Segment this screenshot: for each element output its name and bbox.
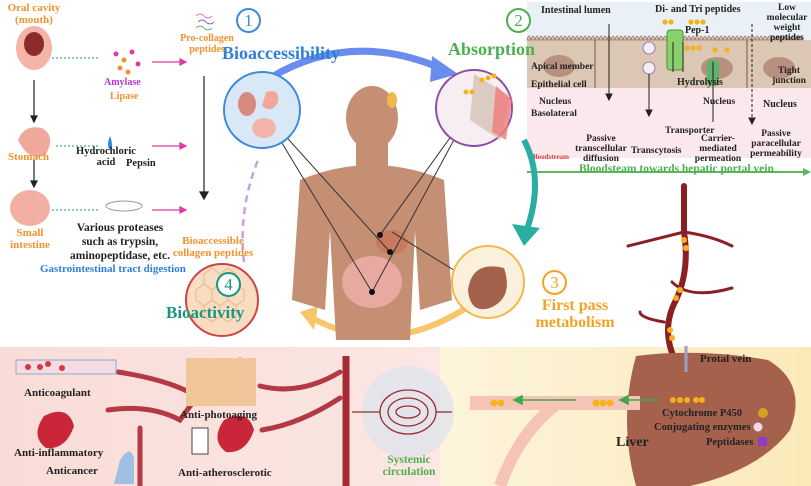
step-1-label: Bioaccessibility <box>222 43 340 63</box>
acid-drop-icon <box>108 136 112 150</box>
nucleus-label: Nucleus <box>539 97 572 107</box>
proteases-line-2: such as trypsin, <box>81 236 159 248</box>
liver-label: Liver <box>616 435 649 450</box>
route-passive-transcellular: Passive transcellular diffusion <box>575 134 627 164</box>
heart-illustration-2 <box>217 415 254 453</box>
step-4-number: 4 <box>216 272 241 297</box>
systemic-circulation-circle <box>362 366 454 458</box>
intestines <box>342 256 402 308</box>
basolateral-label: Basolateral <box>531 109 577 119</box>
enzyme-dots <box>113 49 141 75</box>
tight-junction-label: Tight junction <box>772 66 806 86</box>
effect-anticoagulant: Anticoagulant <box>24 387 91 399</box>
epithelial-cell-label: Epithelial cell <box>531 80 587 90</box>
lipase-label: Lipase <box>110 91 139 102</box>
cytochrome-p450-label: Cytochrome P450 <box>662 408 742 419</box>
hydrolysis-label: Hydrolysis <box>677 77 723 88</box>
nucleus-label: Nucleus <box>703 97 736 107</box>
absorption-panel: Intestinal lumen Di- and Tri peptides Pe… <box>526 2 811 176</box>
route-carrier-mediated: Carrier-mediated permeation <box>694 134 742 164</box>
step-4-label: Bioactivity <box>166 303 245 322</box>
pep1-label: Pep-1 <box>685 25 710 36</box>
step-3-number: 3 <box>542 270 567 295</box>
arrow-bioactivity-to-bioaccessibility <box>241 159 260 263</box>
gi-digestion-caption: Gastrointestinal tract digestion <box>40 263 186 275</box>
stomach-label: Stomach <box>8 151 49 163</box>
salivary-gland <box>387 92 397 108</box>
arrow-absorption-to-metabolism <box>521 138 538 234</box>
proteases-line-1: Various proteases <box>76 222 164 234</box>
bloodstream-caption: Bloodsteam towards hepatic portal vein <box>579 163 774 175</box>
di-tri-peptides-label: Di- and Tri peptides <box>655 4 741 15</box>
absorption-drawing <box>526 19 811 176</box>
pro-collagen-label: Pro-collagen peptides <box>180 33 234 55</box>
vesicle <box>642 41 656 55</box>
bloodstream-bg <box>527 88 811 158</box>
transporter-label: Transporter <box>665 126 715 136</box>
arrow-bioaccessibility-to-absorption <box>268 47 442 82</box>
step-3-label: First pass metabolism <box>535 297 615 331</box>
bioaccessibility-circle <box>223 71 301 149</box>
bloodstream-label: Bloodstream <box>531 153 569 161</box>
conjugating-enzymes-label: Conjugating enzymes <box>654 422 751 433</box>
microvilli <box>526 35 804 41</box>
lungs-illustration <box>114 451 134 484</box>
step-2-label: Absorption <box>448 39 536 59</box>
apical-member-label: Apical member <box>531 62 594 72</box>
bioaccessible-peptides-label: Bioaccessible collagen peptides <box>172 235 254 259</box>
intestine-illustration <box>10 190 50 226</box>
systemic-circulation-label: Systemic circulation <box>382 454 436 479</box>
effect-anti-inflammatory: Anti-inflammatory <box>14 447 104 459</box>
heart-illustration <box>37 411 74 449</box>
portal-vein-label: Protal vein <box>700 353 752 365</box>
peptidases-label: Peptidases <box>706 437 754 448</box>
conjugating-enzyme-icon <box>753 422 763 432</box>
small-intestine-label: Small intestine <box>10 227 50 251</box>
effect-anti-atherosclerotic: Anti-atherosclerotic <box>178 467 272 479</box>
peptidase-icon <box>758 437 767 446</box>
protease-swirl <box>105 200 143 212</box>
stomach-illustration <box>18 127 51 157</box>
effect-anti-photoaging: Anti-photoaging <box>180 409 258 421</box>
cytochrome-icon <box>758 408 768 418</box>
hydrochloric-acid-label: Hydrochloric acid <box>76 146 136 169</box>
stomach <box>376 230 408 254</box>
step-1-number: 1 <box>236 8 261 33</box>
intestinal-lumen-label: Intestinal lumen <box>541 5 611 16</box>
route-passive-paracellular: Passive paracellular permeability <box>750 129 802 159</box>
proteases-line-3: aminopeptidase, etc. <box>70 250 170 262</box>
skin-illustration <box>186 358 256 406</box>
nucleus <box>543 55 575 77</box>
artery-plaque-icon <box>191 427 209 455</box>
step-2-number: 2 <box>506 8 531 33</box>
effect-anticancer: Anticancer <box>46 465 98 477</box>
blood-vessel-illustration <box>15 359 117 375</box>
amylase-label: Amylase <box>104 77 141 88</box>
human-body <box>292 86 452 340</box>
low-mw-peptides-label: Low molecular weight peptides <box>766 3 808 43</box>
pepsin-label: Pepsin <box>126 158 156 169</box>
oral-cavity-label: Oral cavity (mouth) <box>7 2 61 26</box>
nucleus <box>763 57 795 79</box>
route-transcytosis: Transcytosis <box>631 146 682 156</box>
liver-illustration <box>627 352 796 486</box>
nucleus-label: Nucleus <box>763 99 797 110</box>
bioactivity-vessels <box>105 357 343 486</box>
